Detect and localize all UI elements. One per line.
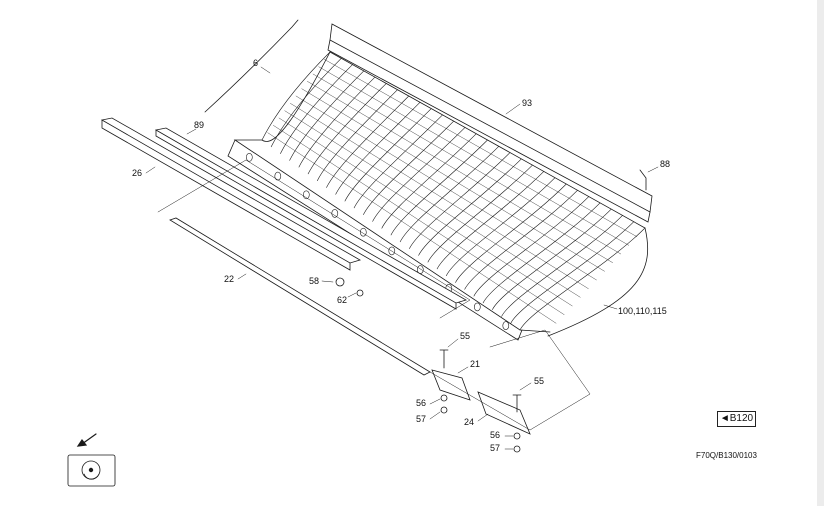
callout-100-110-115: 100,110,115 — [618, 306, 667, 316]
grate-mount-hole — [473, 302, 481, 312]
grate-slat — [317, 89, 398, 181]
grate-slat — [381, 133, 477, 229]
grate-slat — [353, 114, 443, 209]
grate-mount-hole — [274, 171, 282, 181]
grate-slat — [363, 120, 455, 215]
grate-wire — [312, 73, 621, 255]
bolt-55-left — [439, 349, 449, 369]
guide-outline-left — [157, 159, 471, 319]
grate-wire — [318, 66, 629, 246]
grate-slat — [326, 95, 410, 188]
grate-slat — [261, 51, 331, 141]
grate-slat — [427, 164, 533, 263]
grate-mount-hole — [302, 190, 310, 200]
callout-55-left: 55 — [460, 331, 470, 341]
washer-56-left — [440, 394, 448, 402]
fastener-58 — [335, 277, 345, 287]
grate-slat — [436, 171, 545, 270]
grate-slat — [307, 83, 387, 175]
grate-slat — [446, 177, 556, 276]
rotating-drum-icon — [67, 454, 116, 487]
washer-62 — [356, 289, 364, 297]
callout-56-left: 56 — [416, 398, 426, 408]
grate-slat — [270, 58, 342, 148]
washer-56-right — [513, 432, 521, 440]
callout-57-left: 57 — [416, 414, 426, 424]
grate-slat — [464, 190, 578, 290]
grate-mount-hole — [246, 153, 253, 162]
callout-55-right: 55 — [534, 376, 544, 386]
grate-slat — [473, 196, 590, 297]
grate-slat — [492, 208, 612, 310]
grate-slat — [344, 108, 432, 202]
grate-slat — [390, 139, 488, 236]
arrow-down-left-icon — [76, 433, 97, 447]
page-edge — [817, 0, 824, 506]
bolt-55-right — [512, 394, 522, 413]
grate-wire — [307, 81, 613, 263]
grate-slat — [519, 227, 646, 331]
grate-mount-hole — [502, 321, 510, 330]
grate-slat — [280, 64, 353, 154]
grate-slat — [399, 146, 500, 243]
nut-57-right — [513, 445, 521, 453]
grate-wire — [273, 125, 565, 315]
guide-outline-right — [429, 329, 591, 431]
page-reference-box[interactable]: ◄B120 — [717, 411, 756, 427]
callout-21: 21 — [470, 359, 480, 369]
grate-mount-hole — [359, 227, 367, 237]
grate-mount-hole — [388, 246, 396, 256]
bar-26 — [100, 117, 362, 271]
bracket-24 — [477, 391, 531, 435]
grate-slat — [335, 102, 421, 195]
callout-57-right: 57 — [490, 443, 500, 453]
grate-slat — [510, 221, 635, 324]
grate-slat — [418, 158, 522, 256]
callout-22: 22 — [224, 274, 234, 284]
callout-88: 88 — [660, 159, 670, 169]
top-rail — [327, 23, 653, 223]
grate-wire — [278, 117, 573, 307]
grate-wire — [290, 103, 589, 289]
concave-grate — [227, 51, 649, 341]
nut-57-left — [440, 406, 448, 414]
grate-wire — [284, 110, 581, 298]
drum-outline — [204, 19, 299, 113]
grate-wire — [324, 59, 638, 237]
leader-lines — [145, 66, 659, 450]
grate-slat — [409, 152, 511, 249]
grate-slat — [298, 76, 376, 168]
grate-slat — [501, 215, 623, 317]
drawing-code: F70Q/B130/0103 — [696, 451, 757, 460]
grate-wire — [295, 95, 597, 281]
grate-slat — [455, 183, 567, 283]
grate-wire — [301, 88, 605, 272]
grate-slat — [289, 70, 365, 161]
callout-labels: 6 93 89 26 88 22 58 62 100,110,115 55 21… — [132, 58, 670, 453]
callout-62: 62 — [337, 295, 347, 305]
bracket-21 — [431, 369, 471, 401]
callout-89: 89 — [194, 120, 204, 130]
grate-slat — [482, 202, 601, 304]
grate-mount-hole — [331, 209, 339, 218]
callout-93: 93 — [522, 98, 532, 108]
callout-24: 24 — [464, 417, 474, 427]
grate-slat — [372, 127, 466, 222]
callout-6: 6 — [253, 58, 258, 68]
callout-26: 26 — [132, 168, 142, 178]
callout-56-right: 56 — [490, 430, 500, 440]
grate-wire — [267, 132, 557, 324]
screw-88 — [639, 169, 647, 191]
callout-58: 58 — [309, 276, 319, 286]
bar-89 — [154, 127, 468, 310]
